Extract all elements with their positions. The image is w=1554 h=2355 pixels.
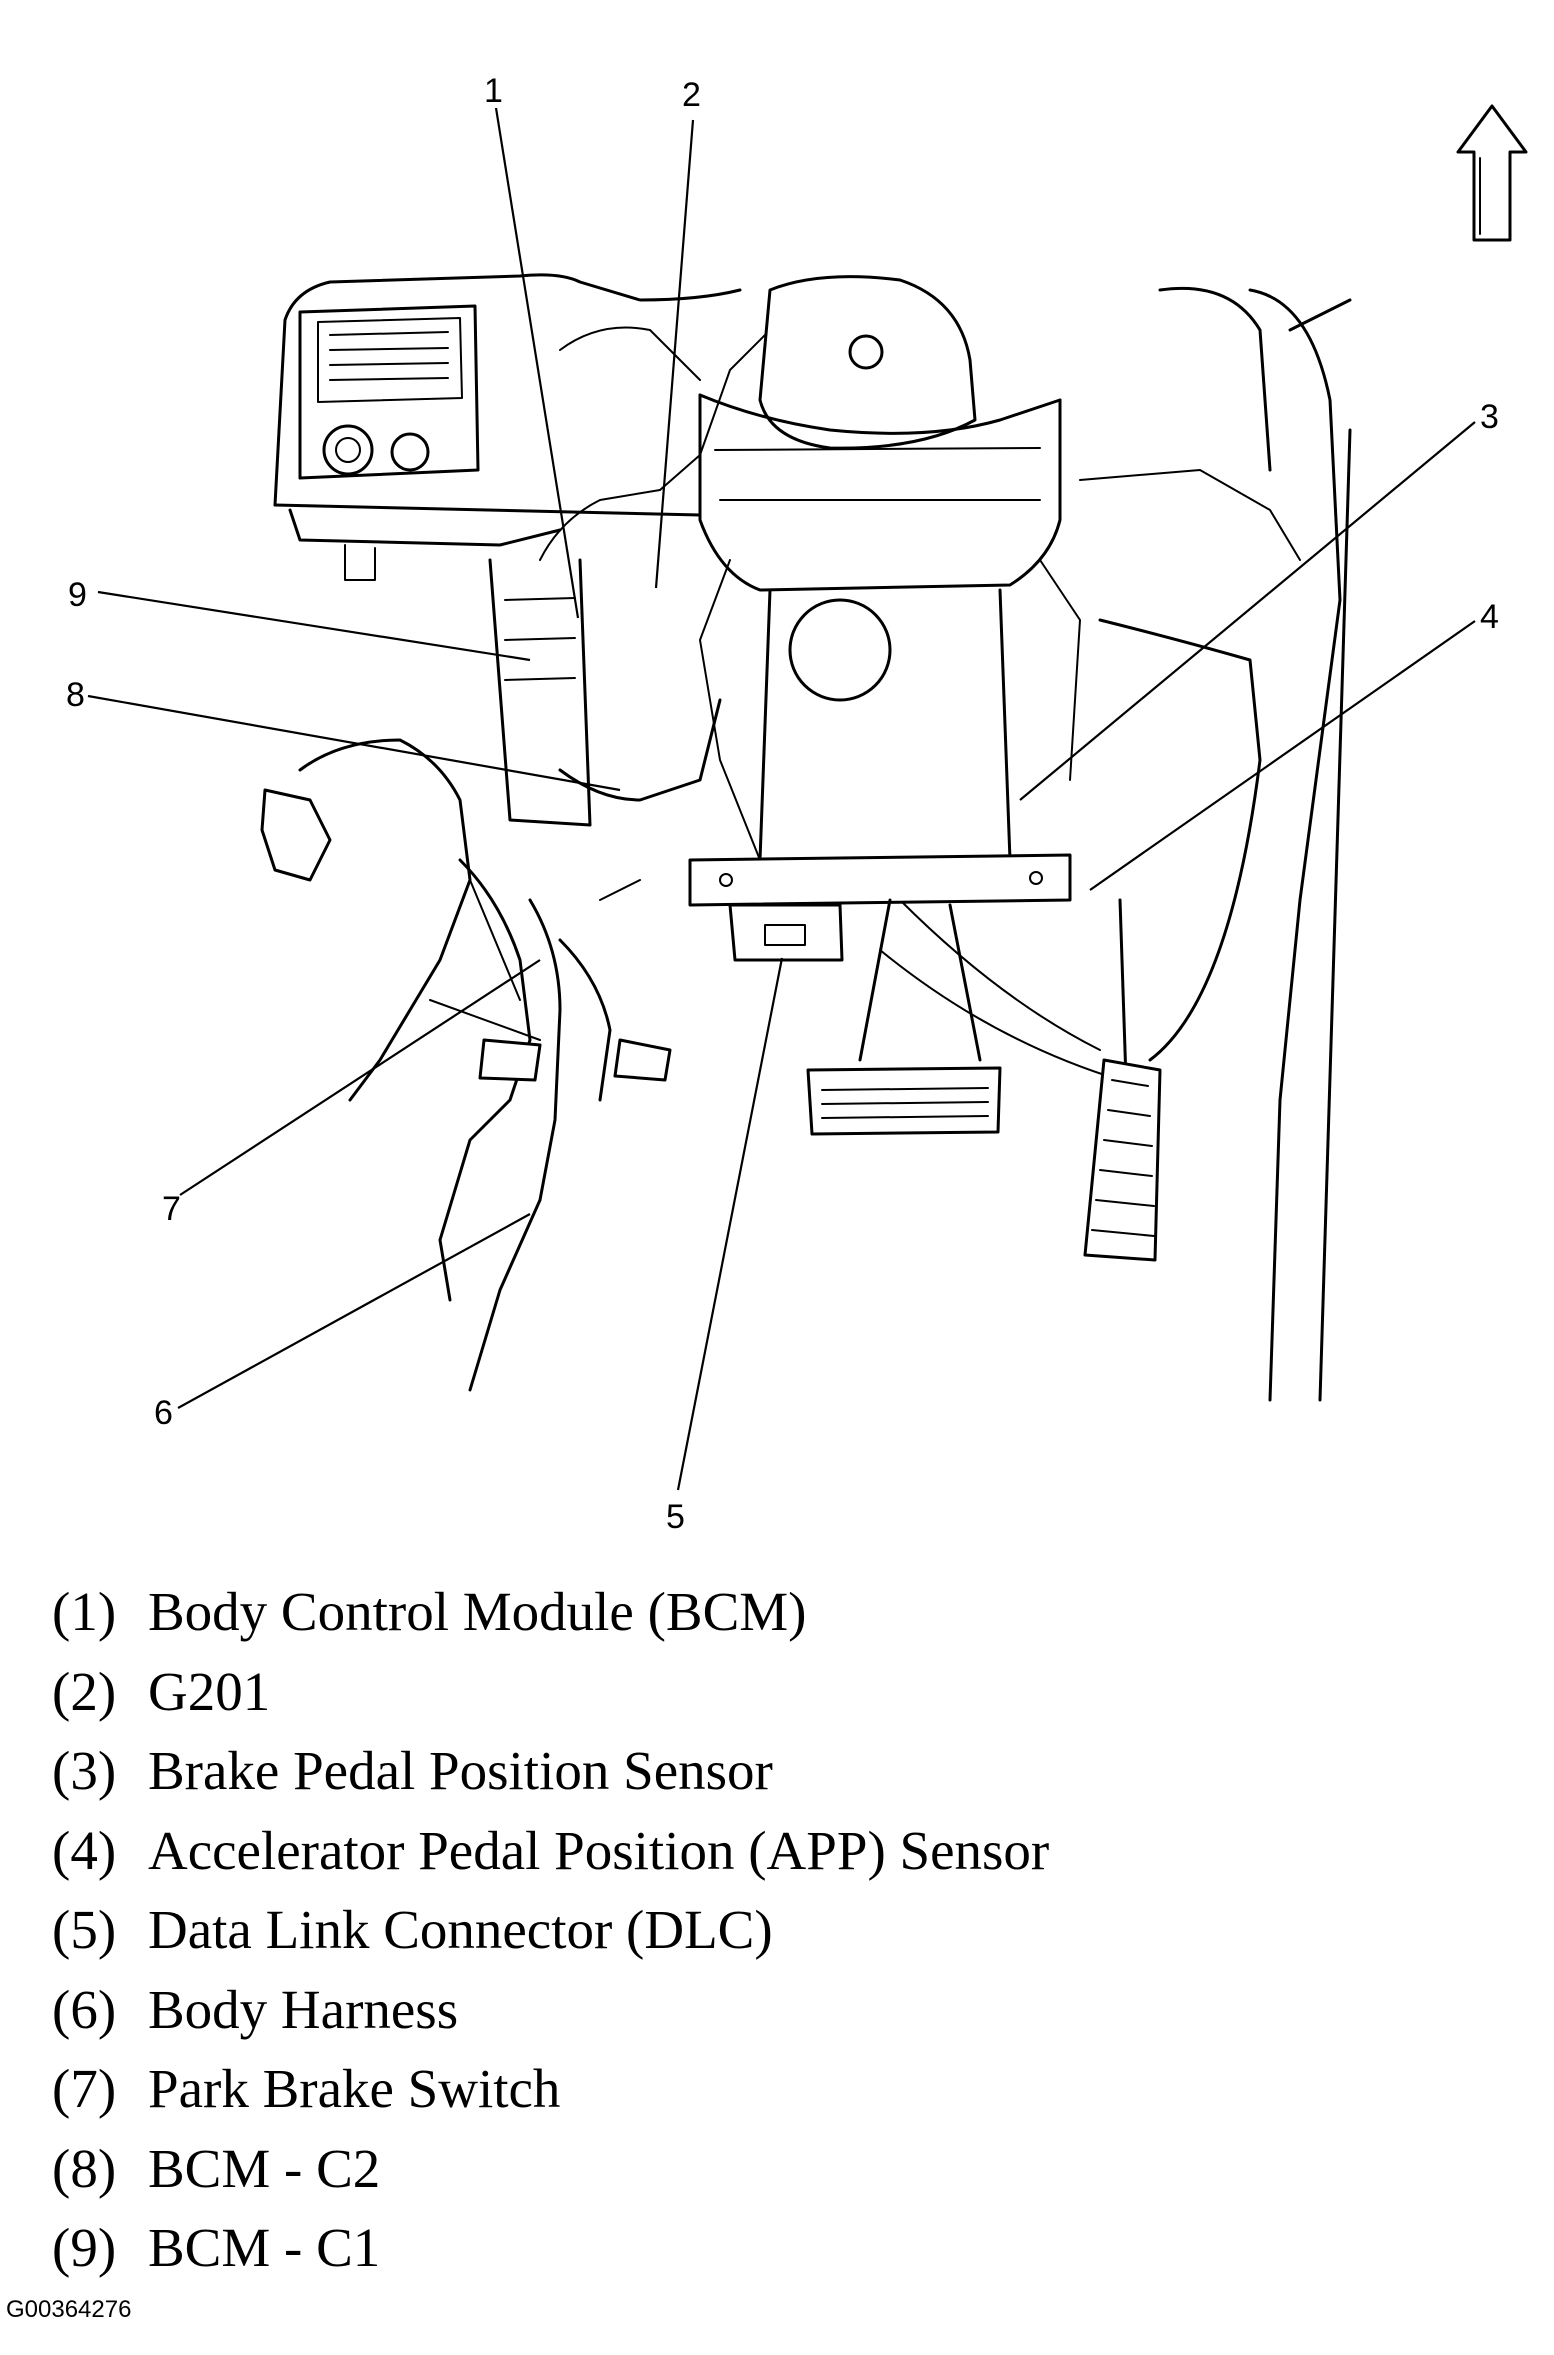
legend-item-label: Data Link Connector (DLC)	[148, 1899, 773, 1960]
legend-item-label: Brake Pedal Position Sensor	[148, 1740, 773, 1801]
leader-8	[87, 694, 621, 792]
callout-7: 7	[162, 1190, 181, 1228]
legend-item-number: (6)	[52, 1978, 117, 2040]
leader-1	[494, 107, 580, 619]
leader-2	[654, 119, 695, 589]
legend-item-number: (5)	[52, 1899, 117, 1960]
component-legend: (1) Body Control Module (BCM) (2) G201 (3)…	[52, 1572, 1049, 2288]
callout-8: 8	[66, 676, 85, 714]
accelerator-pedal	[1083, 898, 1162, 1262]
callout-9: 9	[68, 576, 87, 614]
legend-item: (7) Park Brake Switch	[52, 2049, 1049, 2129]
legend-item-label: Accelerator Pedal Position (APP) Sensor	[148, 1819, 1050, 1881]
legend-item: (3) Brake Pedal Position Sensor	[52, 1731, 1049, 1811]
legend-item: (8) BCM - C2	[52, 2129, 1049, 2209]
legend-item: (6) Body Harness	[52, 1970, 1049, 2050]
leader-9	[97, 590, 531, 662]
callout-2: 2	[682, 76, 701, 114]
callout-1: 1	[484, 72, 503, 110]
legend-item: (1) Body Control Module (BCM)	[52, 1572, 1049, 1652]
legend-item-number: (7)	[52, 2058, 117, 2119]
legend-item-label: BCM - C1	[148, 2217, 381, 2278]
callout-numbers: 1 2 3 4 5 6 7 8 9	[66, 72, 1499, 1536]
steering-column	[698, 275, 1081, 862]
legend-item-number: (3)	[52, 1740, 117, 1801]
callout-6: 6	[154, 1394, 173, 1432]
right-kick-panel	[879, 286, 1352, 1402]
figure-id: G00364276	[6, 2296, 132, 2323]
legend-item-number: (9)	[52, 2217, 117, 2278]
legend-item: (5) Data Link Connector (DLC)	[52, 1890, 1049, 1970]
legend-item: (4) Accelerator Pedal Position (APP) Sens…	[52, 1811, 1049, 1891]
leader-4	[1089, 620, 1476, 891]
brake-pedal	[806, 898, 1002, 1136]
up-arrow-icon	[1456, 104, 1528, 242]
bcm-harness-area	[260, 558, 722, 1392]
callout-3: 3	[1480, 398, 1499, 436]
legend-item-label: BCM - C2	[148, 2137, 381, 2199]
legend-item-label: G201	[148, 1660, 271, 1722]
leader-5	[676, 957, 784, 1491]
legend-item-number: (1)	[52, 1581, 117, 1642]
legend-item-number: (8)	[52, 2137, 117, 2199]
leader-lines	[87, 107, 1476, 1491]
component-locator-diagram: 1 2 3 4 5 6 7 8 9	[66, 72, 1528, 1536]
legend-item-label: Body Harness	[148, 1978, 459, 2040]
leader-7	[179, 959, 541, 1196]
legend-item-number: (2)	[52, 1660, 117, 1722]
legend-item: (9) BCM - C1	[52, 2208, 1049, 2288]
legend-item: (2) G201	[52, 1652, 1049, 1732]
instrument-panel	[273, 273, 791, 581]
leader-3	[1019, 421, 1476, 801]
leader-6	[177, 1213, 531, 1409]
dlc-bracket	[688, 853, 1072, 962]
callout-5: 5	[666, 1498, 685, 1536]
legend-item-label: Body Control Module (BCM)	[148, 1581, 807, 1642]
legend-item-number: (4)	[52, 1819, 117, 1881]
legend-item-label: Park Brake Switch	[148, 2058, 561, 2119]
callout-4: 4	[1480, 598, 1499, 636]
